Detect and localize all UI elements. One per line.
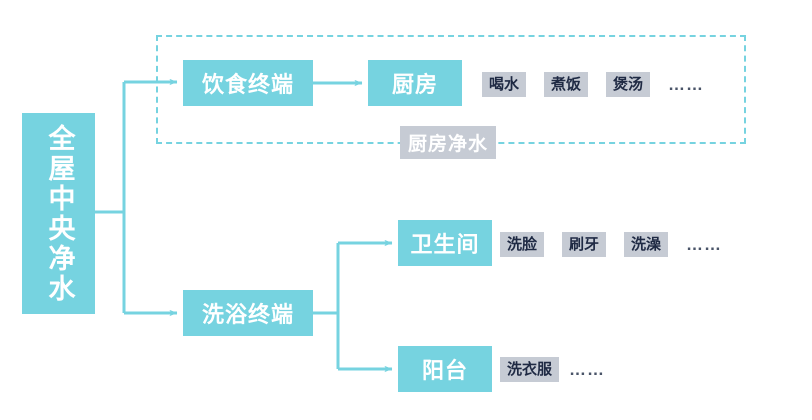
node-bathroom[interactable]: 卫生间 [398,220,492,266]
node-root-whole-house-central-water[interactable]: 全屋中央净水 [22,113,95,314]
tag-item: 喝水 [482,72,527,98]
group-caption-kitchen-water: 厨房净水 [400,126,497,159]
tag-row-balcony: 洗衣服 …… [500,357,606,383]
node-balcony[interactable]: 阳台 [398,346,492,392]
tag-ellipsis: …… [668,74,705,94]
node-kitchen[interactable]: 厨房 [368,60,462,106]
tag-ellipsis: …… [686,234,723,254]
node-bath-terminal[interactable]: 洗浴终端 [183,290,313,336]
tag-item: 刷牙 [562,232,607,258]
tag-item: 洗脸 [500,232,545,258]
tag-item: 洗衣服 [500,357,560,383]
node-diet-terminal[interactable]: 饮食终端 [183,60,313,106]
tag-row-kitchen: 喝水 煮饭 煲汤 …… [482,72,705,98]
tag-ellipsis: …… [569,359,606,379]
tag-item: 洗澡 [624,232,669,258]
tag-item: 煮饭 [544,72,589,98]
tag-item: 煲汤 [606,72,651,98]
tag-row-bathroom: 洗脸 刷牙 洗澡 …… [500,232,723,258]
